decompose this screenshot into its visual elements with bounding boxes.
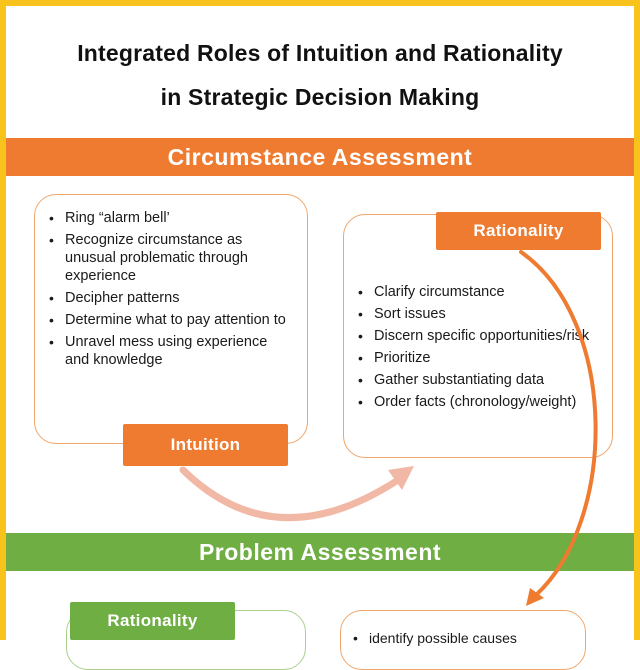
circumstance-assessment-banner: Circumstance Assessment [6,138,634,176]
list-item: identify possible causes [353,629,573,647]
intuition-list: Ring “alarm bell’ Recognize circumstance… [49,209,293,373]
rationality-list: Clarify circumstance Sort issues Discern… [358,283,604,415]
intuition-to-rationality-arrow [179,466,402,521]
page-title-line-2: in Strategic Decision Making [160,84,480,110]
problem-causes-list: identify possible causes [353,629,573,651]
list-item: Recognize circumstance as unusual proble… [49,231,293,285]
rationality-label: Rationality [436,212,601,250]
list-item: Prioritize [358,349,604,367]
list-item: Clarify circumstance [358,283,604,301]
list-item: Decipher patterns [49,289,293,307]
list-item: Sort issues [358,305,604,323]
list-item: Discern specific opportunities/risk [358,327,604,345]
page-title-line-1: Integrated Roles of Intuition and Ration… [77,40,563,66]
intuition-box: Ring “alarm bell’ Recognize circumstance… [34,194,308,444]
list-item: Gather substantiating data [358,371,604,389]
rationality-to-problem-arrowhead [526,588,544,606]
list-item: Determine what to pay attention to [49,311,293,329]
problem-assessment-banner: Problem Assessment [6,533,634,571]
list-item: Unravel mess using experience and knowle… [49,333,293,369]
intuition-label: Intuition [123,424,288,466]
problem-causes-box: identify possible causes [340,610,586,670]
list-item: Ring “alarm bell’ [49,209,293,227]
intuition-to-rationality-arrowhead [388,466,414,490]
problem-rationality-label: Rationality [70,602,235,640]
list-item: Order facts (chronology/weight) [358,393,604,411]
rationality-box: Clarify circumstance Sort issues Discern… [343,214,613,458]
